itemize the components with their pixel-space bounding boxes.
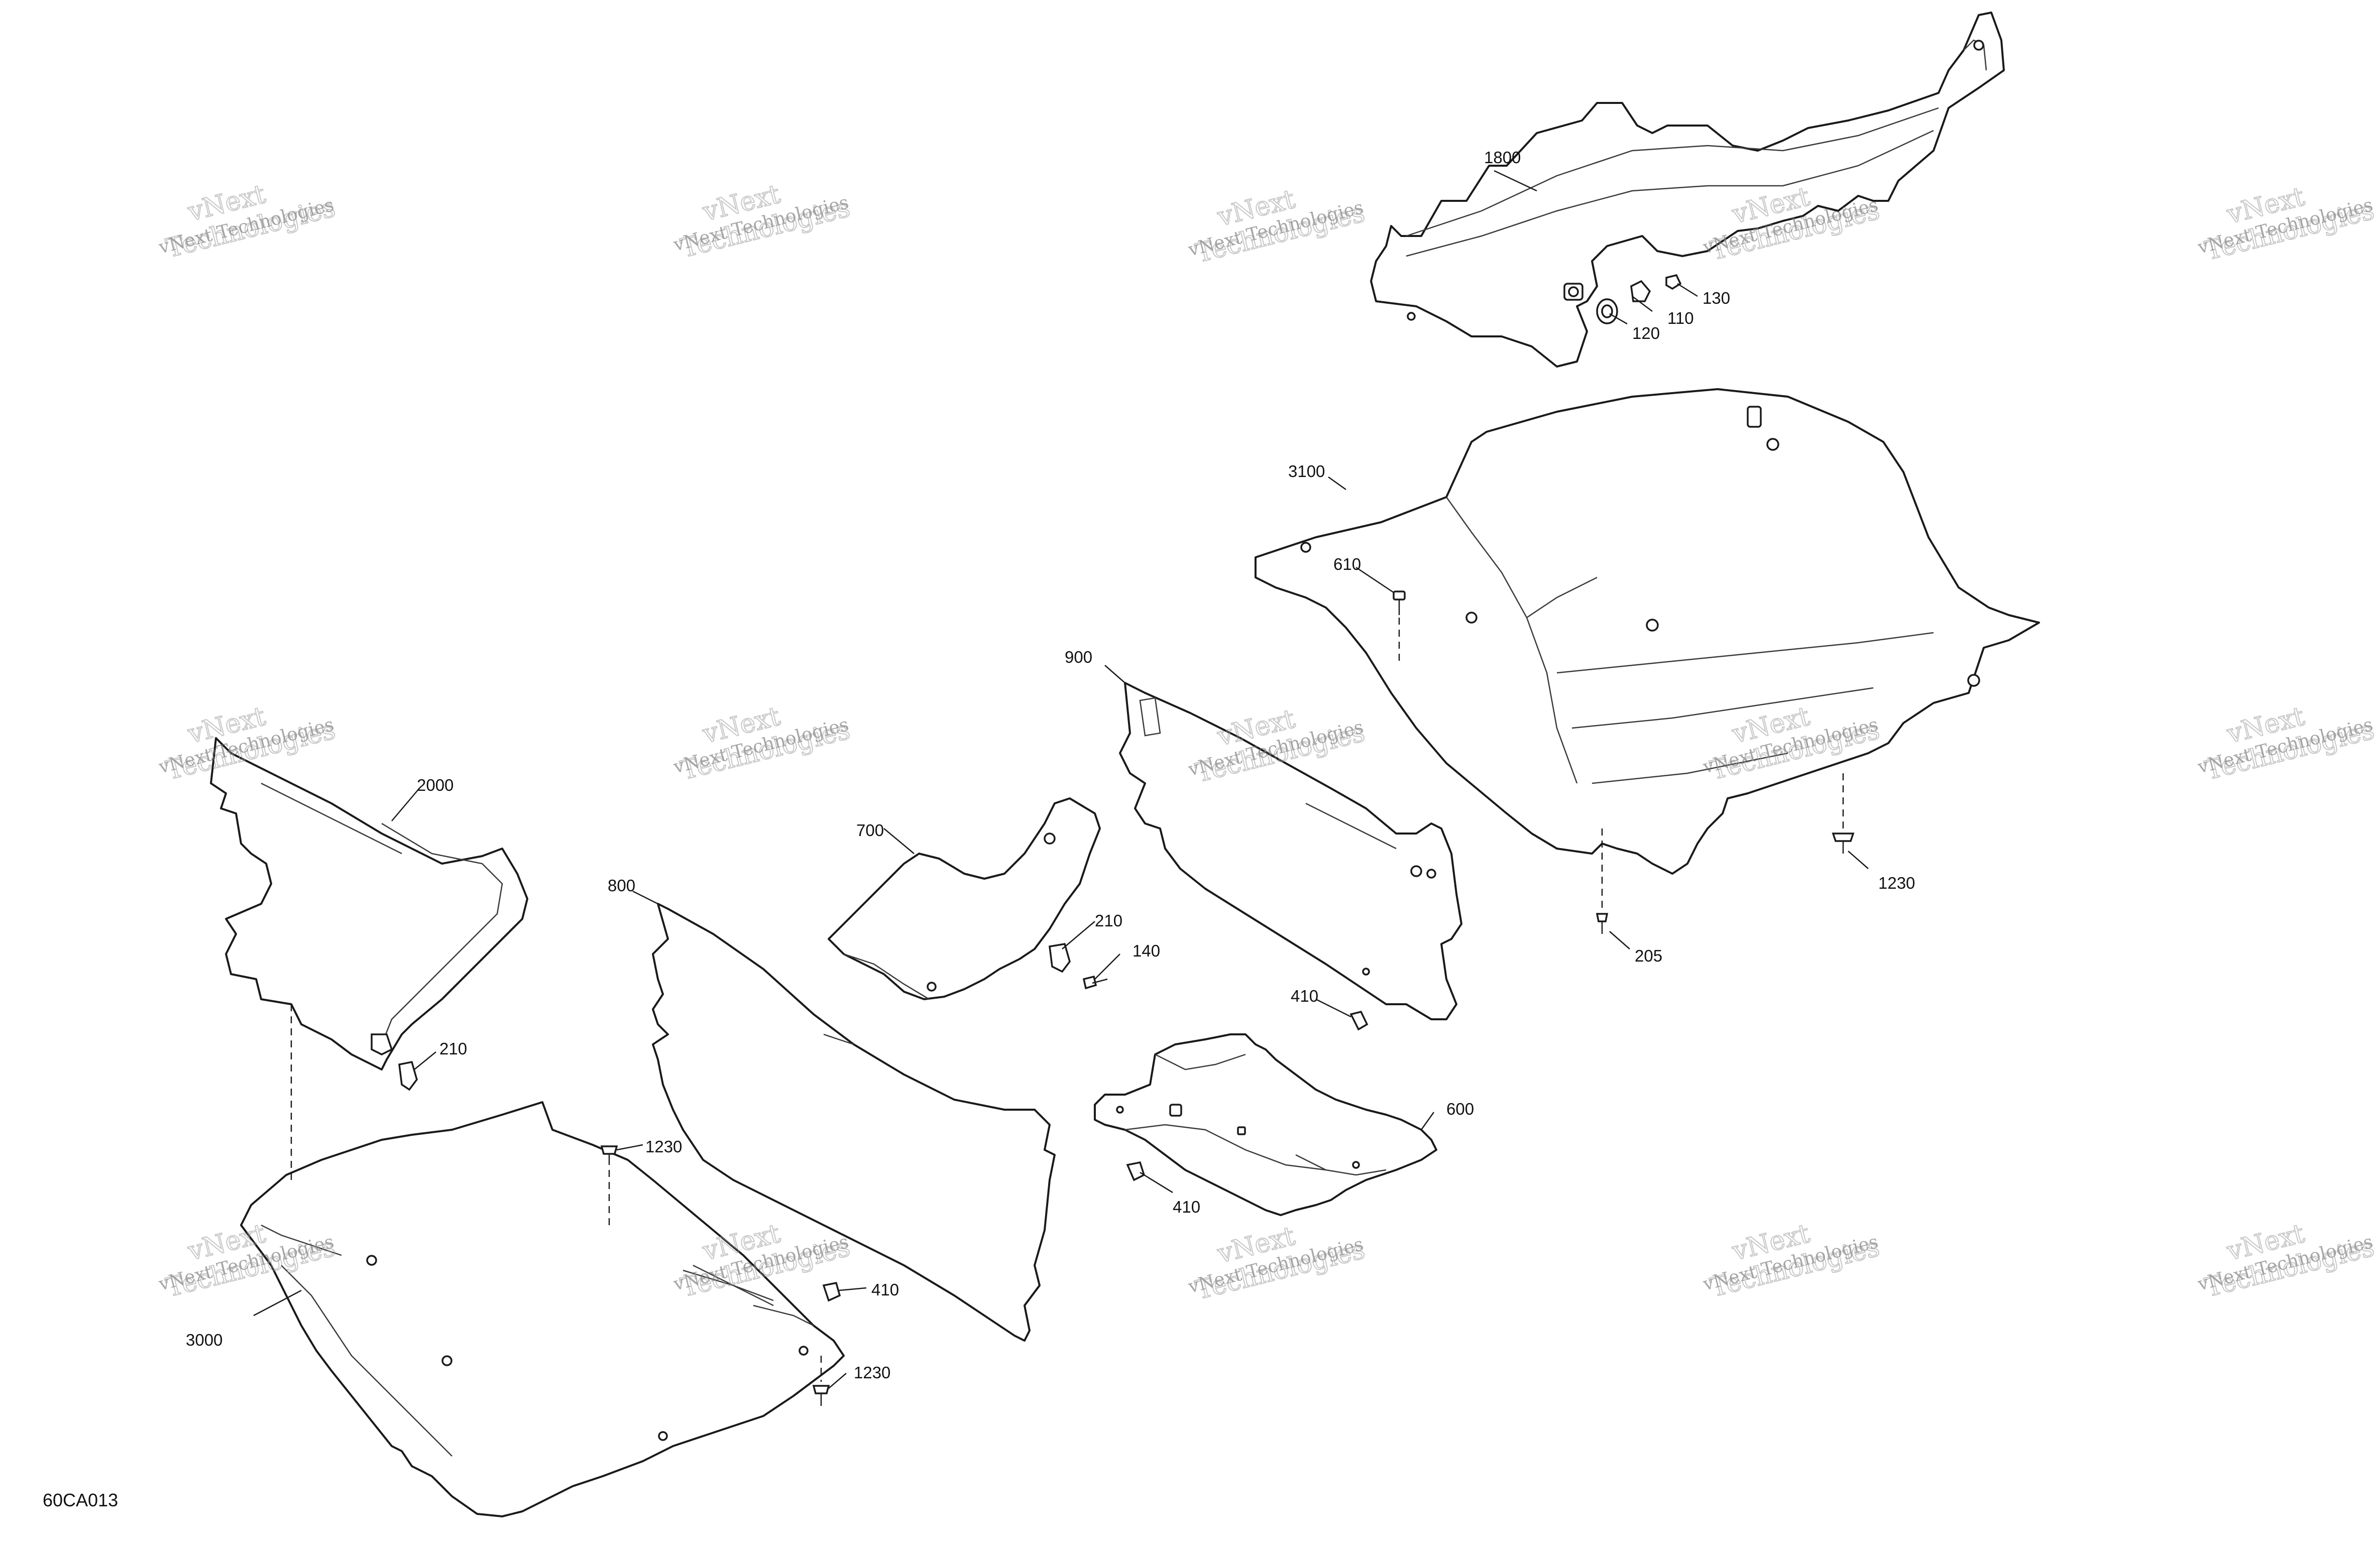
screw-205 — [1596, 913, 1609, 934]
clip-210-mid — [1049, 943, 1071, 973]
callout-410-low: 410 — [1173, 1198, 1200, 1216]
clip-410-mid — [1349, 1010, 1369, 1031]
part-700-bracket — [828, 797, 1101, 1000]
callout-610: 610 — [1333, 555, 1361, 573]
part-3000-front-floor — [240, 1101, 845, 1517]
callout-3000: 3000 — [186, 1331, 222, 1349]
part-800-panel — [652, 903, 1056, 1342]
part-3100-rear-floor — [1255, 388, 2040, 875]
callout-900: 900 — [1065, 648, 1092, 666]
screw-140 — [1082, 975, 1108, 990]
callout-700: 700 — [856, 821, 884, 840]
part-900-side-panel — [1119, 682, 1462, 1020]
callout-labels: 1800 110 120 130 3100 610 900 1230 205 2… — [186, 148, 1915, 1382]
part-1800-console — [1370, 12, 2005, 368]
leader-lines — [253, 170, 1869, 1389]
diagram-code: 60CA013 — [43, 1490, 118, 1510]
part-2000-left-panel — [210, 737, 528, 1071]
callout-3100: 3100 — [1288, 462, 1325, 481]
callout-410-left: 410 — [871, 1280, 899, 1299]
callout-800: 800 — [608, 876, 635, 895]
callout-2000: 2000 — [417, 776, 454, 794]
callout-1230-left-bottom: 1230 — [854, 1363, 890, 1382]
screw-610 — [1393, 590, 1406, 615]
callout-1230-left-top: 1230 — [645, 1137, 682, 1156]
callout-410-mid: 410 — [1291, 987, 1318, 1005]
hardware-110-120-130 — [1563, 274, 1682, 324]
callout-210-mid: 210 — [1095, 911, 1122, 930]
callout-130: 130 — [1703, 289, 1730, 307]
callout-1800: 1800 — [1484, 148, 1521, 167]
push-rivet-1230-right — [1832, 833, 1855, 854]
part-600-tray — [1094, 1033, 1437, 1216]
callout-120: 120 — [1632, 324, 1660, 342]
push-rivet-1230-left-top — [600, 1145, 618, 1165]
clip-210-left — [398, 1060, 418, 1091]
callout-205: 205 — [1635, 946, 1662, 965]
callout-140: 140 — [1132, 941, 1160, 960]
callout-1230-right: 1230 — [1878, 874, 1915, 892]
callout-110: 110 — [1667, 309, 1694, 327]
clip-410-left — [822, 1281, 841, 1302]
callout-210-left: 210 — [439, 1039, 467, 1058]
clip-410-low — [1126, 1161, 1146, 1181]
push-rivet-1230-left-bottom — [812, 1385, 830, 1406]
callout-600: 600 — [1446, 1100, 1474, 1118]
